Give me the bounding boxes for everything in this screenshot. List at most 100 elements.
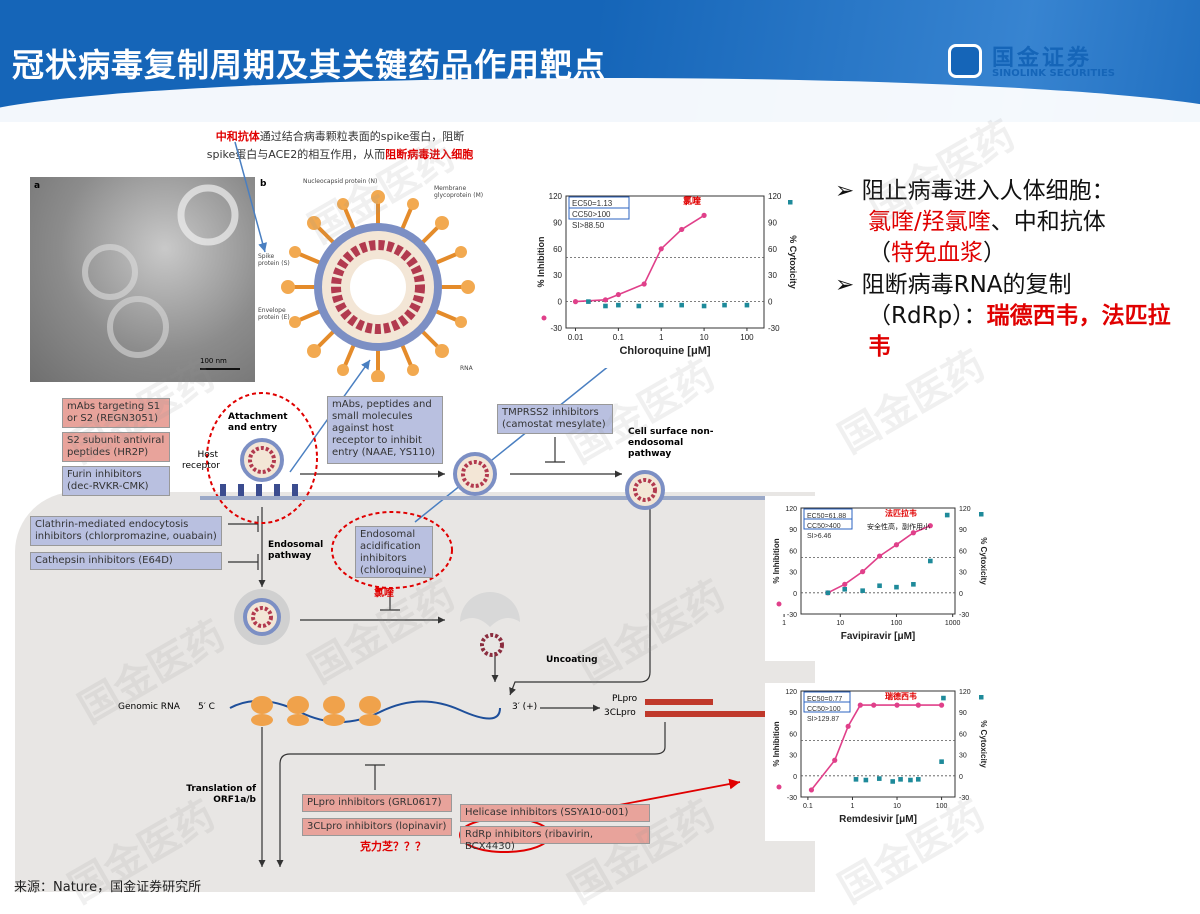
x-axis-label: Chloroquine [μM] <box>619 345 710 357</box>
inhibition-point <box>915 702 921 708</box>
y2-tick-label: 30 <box>959 753 967 760</box>
virus-diagram <box>281 190 475 384</box>
label-s: Spike protein (S) <box>258 253 290 267</box>
stat-line: EC50=0.77 <box>807 696 842 703</box>
label-cell-surface: Cell surface non-endosomal pathway <box>628 427 714 459</box>
inhibition-point <box>701 212 707 218</box>
inhibition-point <box>893 542 900 548</box>
y2-tick-label: 0 <box>959 774 963 781</box>
cytotox-point <box>744 302 750 308</box>
inhibition-curve <box>810 704 942 791</box>
label-chloroquine-cn: 氯喹 <box>374 588 394 599</box>
box-helicase: Helicase inhibitors (SSYA10-001) <box>460 804 650 822</box>
cytotox-point <box>842 586 848 592</box>
cytotox-point <box>853 777 859 782</box>
x-tick-label: 0.01 <box>568 333 584 342</box>
inhibition-point <box>876 553 883 559</box>
cytotox-point <box>863 777 869 783</box>
logo-en: SINOLINK SECURITIES <box>992 68 1115 79</box>
cytotox-point <box>941 695 946 701</box>
y2-tick-label: -30 <box>959 795 969 802</box>
cytotox-point <box>928 558 933 564</box>
cytotox-point <box>877 583 882 589</box>
y-tick-label: 60 <box>789 548 797 555</box>
box-cathepsin: Cathepsin inhibitors (E64D) <box>30 552 222 570</box>
y2-tick-label: 0 <box>768 298 773 307</box>
inhibition-point <box>641 281 647 287</box>
bullet-2: ➢ 阻断病毒RNA的复制 <box>835 270 1190 301</box>
box-3clpro-inh: 3CLpro inhibitors (lopinavir) <box>302 818 452 836</box>
y-tick-label: 60 <box>789 731 797 738</box>
inhibition-point <box>860 569 866 575</box>
annot-t2: spike蛋白与ACE2的相互作用，从而 <box>206 148 386 161</box>
y-tick-label: -30 <box>787 795 797 802</box>
virus-schematic: b <box>258 177 513 384</box>
y2-tick-label: 60 <box>959 731 967 738</box>
y2-tick-label: 90 <box>768 218 777 227</box>
chart-title: 法匹拉韦 <box>885 508 917 518</box>
y-tick-label: 0 <box>558 298 563 307</box>
bullet-arrow-icon: ➢ <box>835 178 855 204</box>
bullet-arrow-icon-2: ➢ <box>835 272 855 298</box>
b1-mid: 、中和抗体 <box>990 209 1106 235</box>
chart-title: 氯喹 <box>683 195 702 207</box>
virus-b: b <box>260 179 267 189</box>
label-attachment: Attachment and entry <box>228 412 288 433</box>
company-logo: 国金证券 SINOLINK SECURITIES <box>948 40 1148 90</box>
annot-red1: 中和抗体 <box>215 130 260 143</box>
plot-frame <box>800 690 956 798</box>
stat-line: CC50>100 <box>572 210 611 219</box>
figure-area: 中和抗体通过结合病毒颗粒表面的spike蛋白，阻断 spike蛋白与ACE2的相… <box>0 122 815 892</box>
legend-cytotox-marker <box>979 695 984 700</box>
plot-frame <box>800 507 956 615</box>
box-furin: Furin inhibitors (dec-RVKR-CMK) <box>62 466 170 496</box>
y-axis-label: % Inhibition <box>536 237 546 288</box>
b1-red: 氯喹/羟氯喹 <box>868 209 991 235</box>
stat-box <box>803 701 851 713</box>
bullet-2-cont: （RdRp）：瑞德西韦，法匹拉韦 <box>868 301 1184 363</box>
cytotox-point <box>908 777 913 783</box>
label-m: Membrane glycoprotein (M) <box>434 185 484 199</box>
cytotox-point <box>890 779 896 784</box>
page-title: 冠状病毒复制周期及其关键药品作用靶点 <box>12 46 607 84</box>
cytotox-point <box>898 777 903 782</box>
cytotox-point <box>616 302 621 308</box>
y-tick-label: 30 <box>789 753 797 760</box>
label-uncoating: Uncoating <box>546 655 598 665</box>
x-tick-label: 1 <box>659 333 664 342</box>
cytotox-point <box>894 584 899 590</box>
x-tick-label: 100 <box>936 803 948 810</box>
inhibition-point <box>842 581 848 587</box>
virion-shapes <box>82 184 240 370</box>
inhibition-point <box>572 299 579 305</box>
inhibition-point <box>910 530 916 536</box>
label-host-receptor: Host receptor <box>182 450 220 471</box>
x-axis-label: Favipiravir [μM] <box>841 631 915 642</box>
b2-mid: （RdRp）： <box>868 303 987 329</box>
y-tick-label: 90 <box>789 710 797 717</box>
cytotox-point <box>636 303 642 309</box>
y-tick-label: 0 <box>793 774 797 781</box>
y-axis-label: % Inhibition <box>772 721 781 766</box>
cytotox-point <box>679 302 684 308</box>
cytotox-point <box>586 299 591 304</box>
inhibition-point <box>857 702 863 708</box>
y-tick-label: -30 <box>550 324 562 333</box>
label-5c: 5′ C <box>198 702 215 712</box>
stat-line: EC50=61.88 <box>807 513 846 520</box>
box-plpro-inh: PLpro inhibitors (GRL0617) <box>302 794 452 812</box>
b2-head: 阻断病毒RNA的复制 <box>861 272 1072 298</box>
legend-cytotox-marker <box>788 200 793 205</box>
x-tick-label: 1 <box>782 620 786 627</box>
stat-box <box>803 518 853 530</box>
y2-tick-label: 120 <box>959 689 971 696</box>
x-tick-label: 0.1 <box>803 803 813 810</box>
plot-frame <box>565 195 765 329</box>
y2-axis-label: % Cytoxicity <box>788 235 798 289</box>
micro-a: a <box>34 181 41 191</box>
legend-cytotox-marker <box>979 512 984 517</box>
box-mabs-s1: mAbs targeting S1 or S2 (REGN3051) <box>62 398 170 428</box>
y2-tick-label: 60 <box>959 548 967 555</box>
